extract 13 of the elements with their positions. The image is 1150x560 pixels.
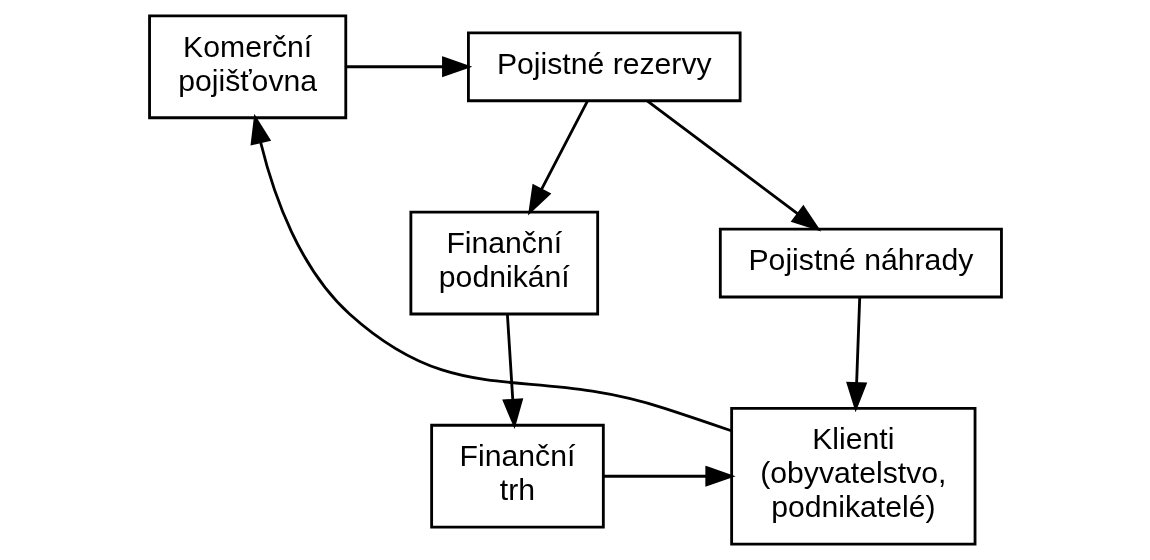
- arrow: [527, 100, 589, 216]
- arrow: [250, 113, 732, 433]
- arrow: [602, 465, 736, 487]
- arrow: [345, 56, 472, 78]
- node-box: Finanční podnikání: [408, 210, 599, 316]
- node-box: Klienti (obyvatelstvo, podnikatelé): [729, 406, 976, 546]
- arrow: [845, 297, 867, 413]
- node-box: Pojistné rezervy: [466, 31, 742, 103]
- arrow: [645, 99, 821, 232]
- node-box: Finanční trh: [429, 423, 605, 529]
- node-box: Pojistné náhrady: [718, 227, 1003, 299]
- node-box: Komerční pojišťovna: [147, 14, 347, 120]
- arrow: [501, 313, 523, 430]
